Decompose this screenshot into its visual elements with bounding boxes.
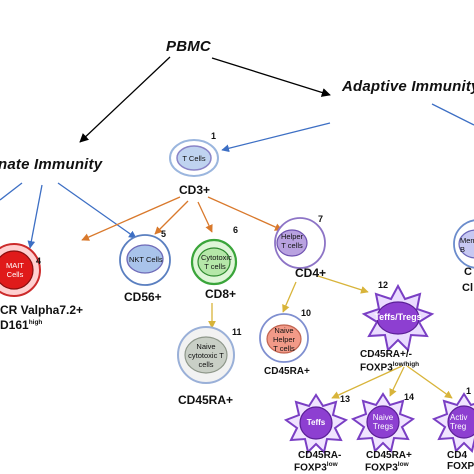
cell-name: Helper T cells [280, 232, 304, 250]
arrow-pbmc-to-innate [79, 56, 171, 143]
cell-marker-2: FOXP3low [294, 461, 338, 473]
cell-number: 1 [211, 131, 217, 141]
cell-marker: CD4 [447, 450, 468, 461]
arrow-treg-to-naive-tregs [389, 366, 405, 397]
marker-sup: low/high [392, 361, 420, 368]
naive-tregs-cell-icon [350, 392, 416, 453]
naive-helper-t-cell-icon [259, 313, 309, 363]
cell-marker: C [464, 266, 472, 278]
adaptive-immunity-label: Adaptive Immunity [342, 78, 474, 95]
marker-main: D161 [0, 318, 29, 332]
marker-main: FOXP3 [365, 462, 398, 474]
cell-marker: CD45RA- [298, 450, 342, 461]
cell-name: T Cells [182, 154, 206, 163]
cell-number: 5 [161, 229, 167, 239]
naive-cytotoxic-t-cell-icon [177, 326, 235, 384]
cell-name: Teffs [306, 418, 326, 427]
cell-name: Teffs/Tregs [374, 312, 422, 322]
cell-marker-2: D161high [0, 318, 42, 332]
innate-immunity-label: nate Immunity [0, 156, 103, 173]
marker-main: FOXP3 [294, 462, 327, 474]
cell-number: 10 [301, 308, 312, 318]
pbmc-label: PBMC [166, 38, 211, 55]
cell-number: 13 [340, 394, 351, 404]
arrow-tcells-to-mait [81, 196, 181, 241]
memory-b-cell-icon [453, 219, 474, 269]
cell-marker: CD4+ [295, 266, 327, 280]
arrow-innate-to-nkt [57, 182, 137, 239]
cell-number: 4 [36, 256, 42, 266]
arrow-adaptive-to-tcells [221, 122, 331, 153]
t-cell-icon [169, 139, 219, 177]
arrow-innate-to-mait [27, 184, 43, 249]
cell-marker: CD56+ [124, 290, 162, 304]
arrow-adaptive-to-bcells [431, 103, 474, 126]
helper-t-cell-icon [274, 217, 326, 269]
cell-marker: CD45RA+ [264, 366, 310, 377]
cell-name: Cytotoxic T cells [201, 253, 232, 271]
cell-marker-2: Cl [462, 282, 473, 294]
cell-marker-2: FOXP3low/high [360, 361, 419, 373]
arrow-treg-to-teffs [331, 365, 403, 399]
cell-name: Mem B [460, 236, 474, 254]
arrow-tcells-to-helper [207, 196, 283, 231]
activated-tregs-cell-icon [431, 392, 474, 453]
arrow-cd4-to-treg [317, 275, 369, 294]
cell-number: 12 [378, 280, 389, 290]
cell-name: Naive cytotoxic T cells [188, 342, 224, 369]
marker-sup: low [326, 461, 338, 468]
arrow-cd4-to-naive-helper [282, 281, 297, 313]
arrow-treg-to-activated-tregs [406, 365, 453, 399]
cell-number: 6 [233, 225, 239, 235]
teffs-tregs-cell-icon [361, 283, 435, 353]
cell-marker: CD3+ [179, 183, 211, 197]
cell-name: MAIT Cells [6, 261, 24, 279]
cell-marker: CD45RA+ [178, 393, 234, 407]
cell-name: Activ Treg [450, 413, 468, 431]
arrow-tcells-to-nkt [154, 200, 189, 235]
cell-marker: CD45RA+/- [360, 349, 412, 360]
arrow-pbmc-to-adaptive [211, 57, 331, 97]
nkt-cell-icon [119, 234, 171, 286]
cell-name: NKT Cells [129, 255, 163, 264]
marker-sup: high [28, 319, 43, 326]
marker-sup: low [397, 461, 409, 468]
cell-name: Naive Tregs [372, 413, 394, 431]
cell-marker-2: FOXP3low [365, 461, 409, 473]
cell-marker-2: FOXP [447, 461, 474, 472]
cell-number: 11 [232, 327, 242, 337]
cell-marker: CD45RA+ [366, 450, 412, 461]
cytotoxic-t-cell-icon [190, 238, 238, 286]
teffs-cell-icon [283, 393, 349, 454]
cell-number: 1 [466, 386, 472, 396]
arrow-tcells-to-cytotoxic [197, 201, 213, 233]
cell-marker: CD8+ [205, 287, 237, 301]
mait-cell-icon [0, 243, 41, 297]
cell-number: 7 [318, 214, 324, 224]
arrow-innate-offscreen [0, 182, 23, 201]
marker-main: FOXP3 [360, 362, 393, 374]
cell-number: 14 [404, 392, 415, 402]
cell-name: Naive Helper T cells [272, 326, 296, 353]
cell-marker: CR Valpha7.2+ [0, 303, 84, 317]
